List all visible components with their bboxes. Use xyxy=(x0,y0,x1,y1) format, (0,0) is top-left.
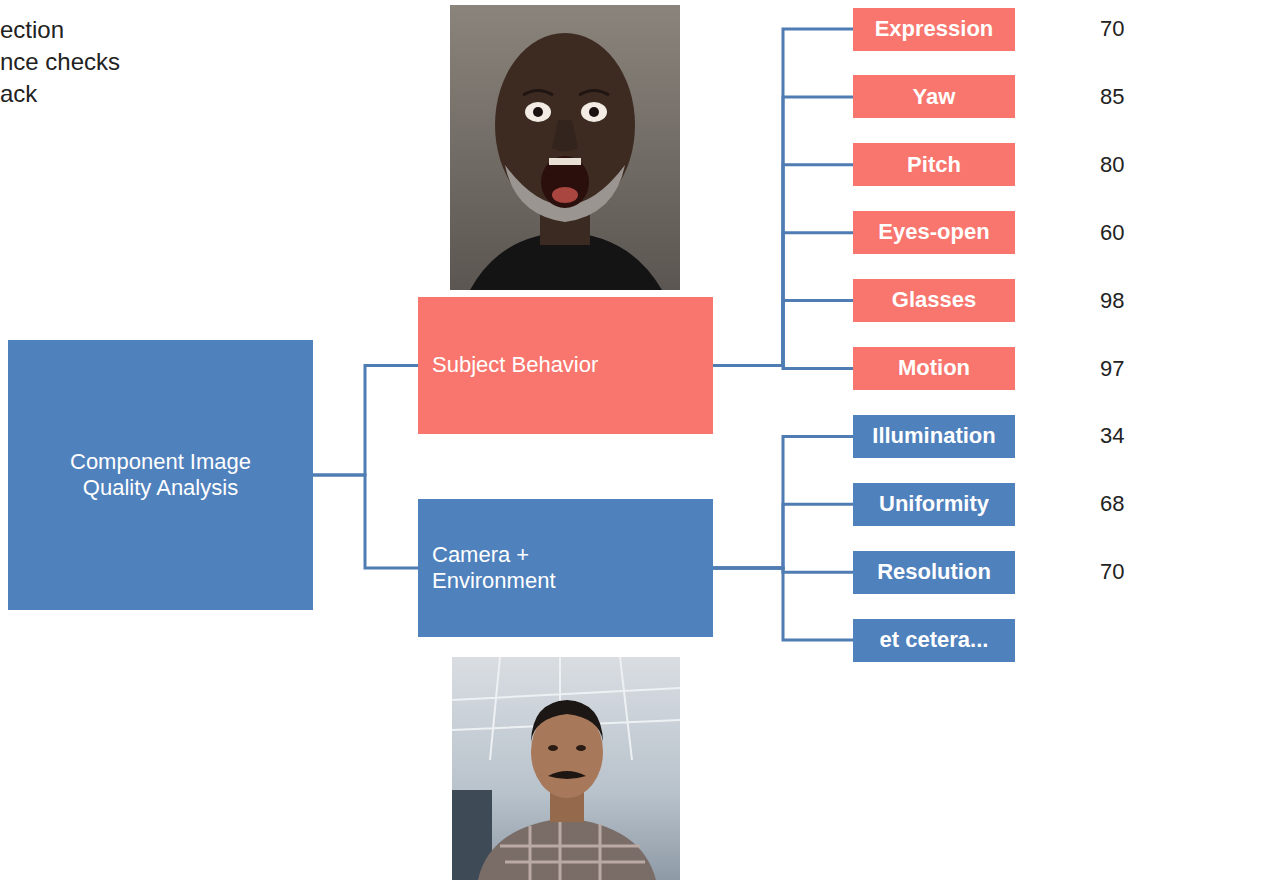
attribute-box: et cetera... xyxy=(853,619,1015,662)
tree-connector xyxy=(713,29,853,366)
node-label: Glasses xyxy=(892,287,976,313)
quality-score: 68 xyxy=(1100,491,1124,517)
slide-bullet-text: nce checks xyxy=(0,48,120,77)
node-label: Camera + Environment xyxy=(432,542,582,595)
quality-score: 85 xyxy=(1100,84,1124,110)
node-label: Pitch xyxy=(907,152,961,178)
tree-connector xyxy=(713,233,853,366)
subject-photo xyxy=(450,5,680,290)
tree-connector xyxy=(713,436,853,568)
attribute-box: Eyes-open xyxy=(853,211,1015,254)
node-label: Yaw xyxy=(913,84,956,110)
slide-bullet-text: ack xyxy=(0,80,37,109)
node-label: Uniformity xyxy=(879,491,989,517)
node-label: Subject Behavior xyxy=(432,352,598,378)
node-label: Illumination xyxy=(872,423,995,449)
quality-score: 60 xyxy=(1100,219,1124,245)
tree-connector xyxy=(713,568,853,640)
node-label: Resolution xyxy=(877,559,991,585)
tree-connector xyxy=(713,165,853,366)
category-box: Camera + Environment xyxy=(418,499,713,637)
quality-score: 70 xyxy=(1100,16,1124,42)
tree-connector xyxy=(713,301,853,366)
node-label: Motion xyxy=(898,355,970,381)
camera-photo xyxy=(452,657,680,880)
attribute-box: Expression xyxy=(853,8,1015,51)
category-box: Subject Behavior xyxy=(418,297,713,434)
attribute-box: Illumination xyxy=(853,415,1015,458)
node-label: Eyes-open xyxy=(878,219,989,245)
attribute-box: Uniformity xyxy=(853,483,1015,526)
attribute-box: Resolution xyxy=(853,551,1015,594)
node-label: et cetera... xyxy=(880,627,989,653)
slide-bullet-text: ection xyxy=(0,16,64,45)
attribute-box: Yaw xyxy=(853,75,1015,118)
attribute-box: Pitch xyxy=(853,143,1015,186)
tree-connector xyxy=(713,97,853,366)
quality-score: 97 xyxy=(1100,355,1124,381)
root-box: Component Image Quality Analysis xyxy=(8,340,313,610)
tree-connector xyxy=(313,366,418,476)
quality-score: 70 xyxy=(1100,559,1124,585)
attribute-box: Motion xyxy=(853,347,1015,390)
tree-connector xyxy=(713,366,853,369)
quality-score: 98 xyxy=(1100,287,1124,313)
tree-connector xyxy=(713,504,853,568)
tree-connector xyxy=(313,475,418,568)
node-label: Expression xyxy=(875,16,994,42)
quality-score: 80 xyxy=(1100,152,1124,178)
attribute-box: Glasses xyxy=(853,279,1015,322)
quality-score: 34 xyxy=(1100,423,1124,449)
node-label: Component Image Quality Analysis xyxy=(61,449,261,502)
